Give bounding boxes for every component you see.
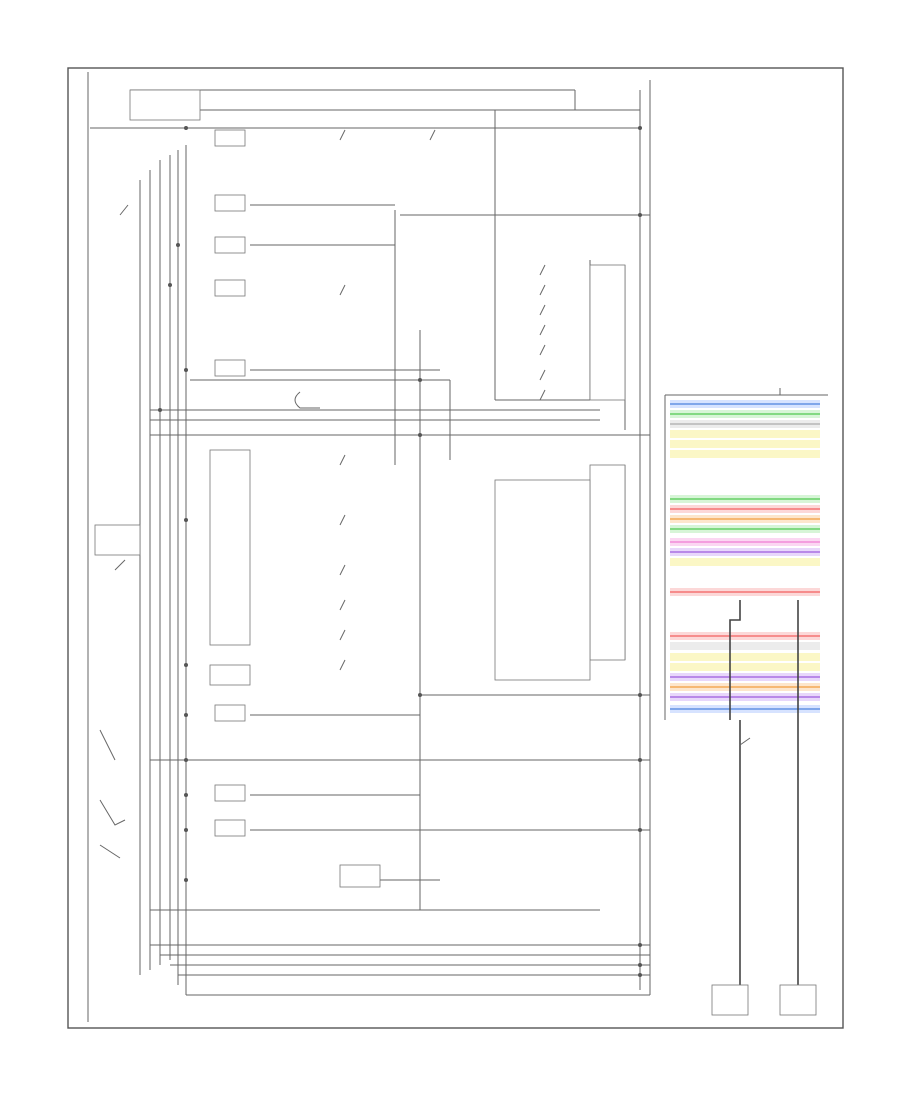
color-strips-block4 xyxy=(670,632,820,713)
sensor-glyphs xyxy=(99,729,126,859)
right-connector-bracket xyxy=(664,388,828,720)
ground-wires xyxy=(711,600,817,1016)
color-strips-block2 xyxy=(670,495,820,566)
switch-contacts xyxy=(114,129,546,671)
junction-dots xyxy=(158,126,642,977)
relay-boxes xyxy=(94,89,626,888)
color-strips-block1 xyxy=(670,400,820,458)
horizontal-wires xyxy=(90,89,650,996)
color-strips-block3 xyxy=(670,588,820,596)
diagram-frame xyxy=(67,67,844,1029)
